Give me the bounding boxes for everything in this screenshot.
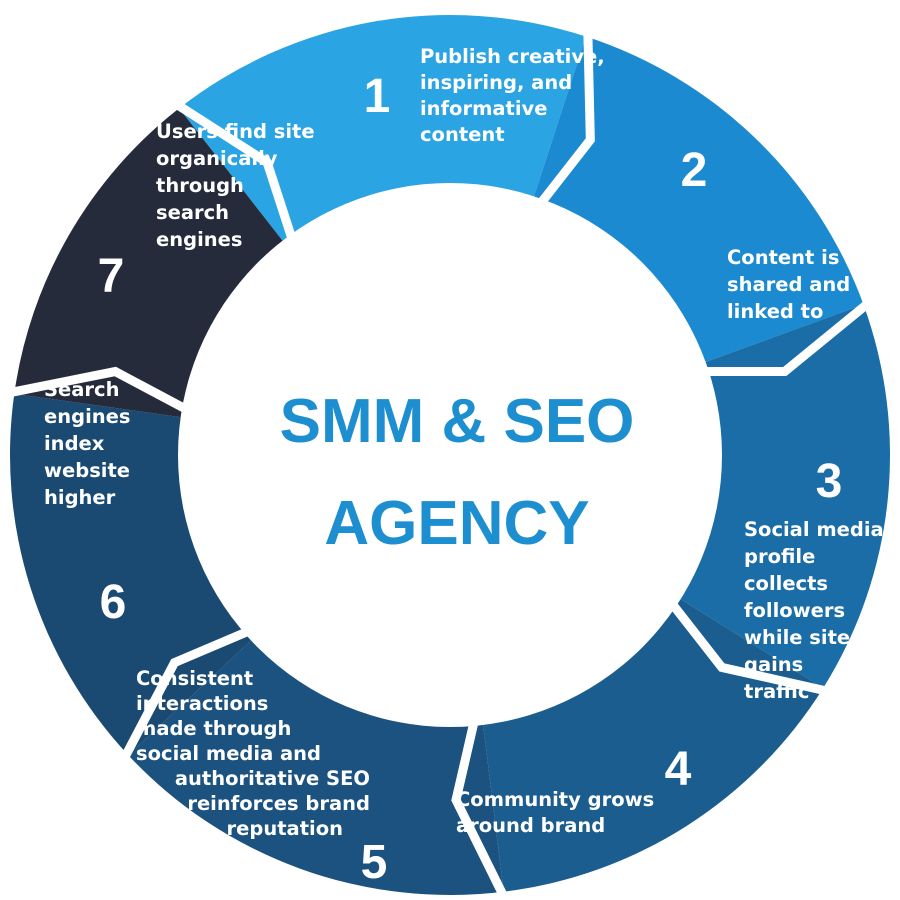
- segment-2: [527, 36, 864, 370]
- step-4-line-1: Community grows: [456, 788, 654, 811]
- step-6-number: 6: [100, 576, 127, 629]
- step-2-line-3: linked to: [727, 300, 823, 323]
- step-2-line-1: Content is: [727, 246, 839, 269]
- step-6-line-3: index: [44, 432, 105, 455]
- step-6-line-2: engines: [44, 405, 130, 428]
- step-4-line-2: around brand: [456, 814, 605, 837]
- separator-chevron: [679, 298, 872, 377]
- step-7-line-3: through: [156, 174, 244, 197]
- step-2-number: 2: [681, 144, 708, 197]
- step-7-line-2: organically: [156, 147, 278, 170]
- center-circle: [178, 183, 722, 727]
- step-5-line-4: social media and: [136, 742, 321, 765]
- segment-5: [128, 625, 504, 895]
- separator-chevron: [119, 617, 274, 762]
- step-3-line-2: profile: [744, 545, 815, 568]
- step-3-line-4: followers: [744, 599, 845, 622]
- segment-6: [9, 393, 268, 756]
- step-7-number: 7: [98, 250, 125, 303]
- step-1-line-3: informative: [420, 97, 547, 120]
- step-3-line-6: gains: [744, 653, 803, 676]
- separator-chevron: [172, 99, 305, 265]
- separator-chevron: [653, 581, 830, 696]
- step-3-number: 3: [816, 455, 843, 508]
- step-5-number: 5: [361, 836, 388, 889]
- separator-chevron: [451, 696, 509, 900]
- step-7-line-4: search: [156, 201, 229, 224]
- step-4-number: 4: [665, 743, 692, 796]
- step-7-line-1: Users find site: [156, 120, 315, 143]
- segment-4: [480, 587, 824, 892]
- step-2-line-2: shared and: [727, 273, 850, 296]
- center-title-line2: AGENCY: [324, 489, 589, 558]
- step-5-line-2: interactions: [136, 692, 268, 715]
- step-5-line-7: reputation: [227, 817, 343, 840]
- step-6-line-5: higher: [44, 486, 116, 509]
- segment-separators: [7, 30, 872, 900]
- step-3-line-7: traffic: [744, 680, 809, 703]
- step-3-line-1: Social media: [744, 518, 884, 541]
- step-1-line-4: content: [420, 123, 505, 146]
- step-6-line-1: Search: [44, 378, 120, 401]
- step-7-line-5: engines: [156, 228, 242, 251]
- center-title-line1: SMM & SEO: [280, 387, 635, 456]
- step-1-number: 1: [364, 70, 391, 123]
- step-6-line-4: website: [44, 459, 130, 482]
- step-5-line-6: reinforces brand: [187, 792, 370, 815]
- step-5-line-1: Consistent: [136, 667, 253, 690]
- step-5-line-3: made through: [136, 717, 291, 740]
- step-5-line-5: authoritative SEO: [175, 767, 370, 790]
- step-3-line-5: while site: [744, 626, 850, 649]
- step-3-line-3: collects: [744, 572, 828, 595]
- step-1-line-1: Publish creative,: [420, 45, 605, 68]
- step-1-line-2: inspiring, and: [420, 71, 572, 94]
- segment-3: [662, 304, 890, 689]
- separator-chevron: [521, 30, 595, 226]
- separator-chevron: [7, 366, 211, 426]
